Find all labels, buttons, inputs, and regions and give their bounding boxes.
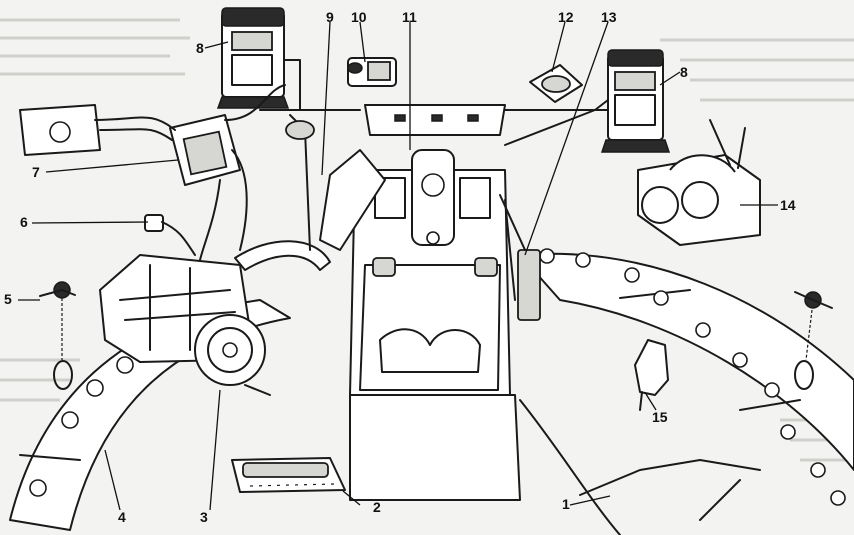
callout-7: 7 [32,164,40,180]
hatch-pin-left [39,281,76,390]
control-box [19,84,286,261]
callout-3: 3 [200,509,208,525]
cable-loom [234,114,386,271]
callout-10: 10 [351,9,367,25]
callout-14: 14 [780,197,796,213]
hatch-pin-right [794,291,833,390]
callout-2: 2 [373,499,381,515]
callout-4: 4 [118,509,126,525]
instrument-box-right [504,49,671,153]
mount-top-plate [259,104,611,136]
traverse-motor [99,254,271,396]
lever-handle [634,339,669,411]
callout-11: 11 [402,9,417,25]
turret-ring [9,248,854,531]
callout-15: 15 [652,409,668,425]
callout-1: 1 [562,496,570,512]
callout-6: 6 [20,214,28,230]
periscope-unit [347,57,397,87]
callout-12: 12 [558,9,574,25]
ammo-box [637,119,761,246]
callout-8-right: 8 [680,64,688,80]
elevation-mechanism [499,194,541,321]
callout-5: 5 [4,291,12,307]
callout-13: 13 [601,9,617,25]
callout-8-left: 8 [196,40,204,56]
gun-breech [349,149,521,501]
instrument-box-left [216,7,301,111]
callout-9: 9 [326,9,334,25]
vent-cap [529,64,583,103]
spent-case-tray [231,457,346,493]
turret-floor [519,399,761,535]
leader-lines [18,21,778,511]
connector [144,214,196,256]
